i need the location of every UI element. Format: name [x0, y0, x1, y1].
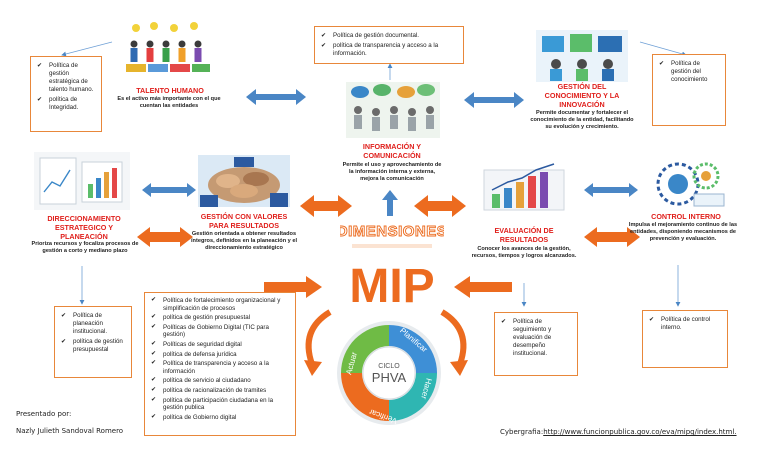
evaluacion-title: EVALUACIÓN DE RESULTADOS — [494, 226, 554, 244]
talento-desc: Es el activo más importante con el que c… — [117, 96, 221, 110]
direccionamiento-image — [34, 152, 130, 210]
cybergrafia: Cybergrafia:http://www.funcionpublica.go… — [500, 428, 737, 436]
direccionamiento-desc: Prioriza recursos y focaliza procesos de… — [31, 241, 139, 255]
policy-item: política de transparencia y acceso a la … — [321, 42, 459, 58]
evaluacion-desc: Conocer los avances de la gestión, recur… — [471, 246, 577, 260]
double-arrow-blue-mid-right — [584, 183, 638, 197]
phva-segment-planificar — [389, 325, 437, 373]
policy-item: Política de gestión documental. — [321, 32, 459, 40]
policy-item: Política de planeación institucional. — [61, 312, 127, 336]
policy-box-control: Política de control interno. — [642, 310, 728, 368]
phva-segment-verificar — [341, 373, 389, 421]
policy-item: política de servicio al ciudadano — [151, 377, 291, 385]
double-arrow-blue-mid-left — [142, 183, 196, 197]
conocimiento-title: GESTIÓN DEL CONOCIMIENTO Y LA INNOVACIÓN — [544, 82, 620, 109]
policy-item: Política de fortalecimiento organizacion… — [151, 297, 291, 312]
double-arrow-orange-far-left — [137, 227, 193, 247]
policy-item: Política de control interno. — [649, 316, 723, 332]
informacion-image — [346, 82, 440, 138]
policy-item: Política de gestión del conocimiento — [659, 60, 721, 84]
control-desc: Impulsa el mejoramiento continuo de las … — [628, 222, 738, 243]
cycle-top: CICLO — [378, 363, 400, 370]
policy-item: Política de gestión estratégica de talen… — [37, 62, 97, 94]
policy-box-conocimiento: Política de gestión del conocimiento — [652, 54, 726, 126]
leader-conocimiento — [639, 41, 687, 57]
author-name: Nazly Julieth Sandoval Romero — [16, 427, 124, 435]
dimensiones-underline — [352, 244, 432, 248]
gestion-valores-title: GESTIÓN CON VALORES PARA RESULTADOS — [200, 212, 288, 230]
policy-item: Políticas de seguridad digital — [151, 341, 291, 349]
mip-wrap: MIP — [349, 260, 434, 312]
mip-label: MIP — [349, 260, 434, 312]
policy-box-direccionamiento: Política de planeación institucional. po… — [54, 306, 132, 378]
informacion-desc: Permite el uso y aprovechamiento de la i… — [342, 162, 442, 183]
arrow-orange-into-mip-left — [264, 276, 322, 298]
policy-item: Política de seguimiento y evaluación de … — [501, 318, 573, 358]
policy-item: política de defensa jurídica — [151, 351, 291, 359]
cyber-link[interactable]: http://www.funcionpublica.gov.co/eva/mip… — [543, 428, 737, 436]
dimensiones-label-wrap: DIMENSIONES — [340, 223, 444, 241]
policy-box-talento: Política de gestión estratégica de talen… — [30, 56, 102, 132]
policy-item: política de racionalización de tramites — [151, 387, 291, 395]
dimensiones-label: DIMENSIONES — [340, 223, 444, 240]
gestion-valores-image — [198, 155, 290, 207]
policy-box-informacion: Política de gestión documental. política… — [314, 26, 464, 64]
control-image — [648, 154, 732, 212]
control-title: CONTROL INTERNO — [651, 212, 721, 221]
gestion-valores-desc: Gestión orientada a obtener resultados í… — [191, 231, 297, 252]
double-arrow-orange-far-right — [584, 227, 640, 247]
phva-cycle: CICLO PHVA Planificar Hacer Verificar Ac… — [337, 321, 441, 426]
double-arrow-blue-top-right — [464, 92, 524, 108]
policy-item: política de Gobierno digital — [151, 414, 291, 422]
double-arrow-orange-mid-left — [300, 195, 352, 217]
curve-arrow-left — [305, 309, 332, 365]
conocimiento-desc: Permite documentar y fortalecer el conoc… — [530, 110, 634, 131]
policy-box-evaluacion: Política de seguimiento y evaluación de … — [494, 312, 578, 376]
talento-title: TALENTO HUMANO — [136, 86, 204, 95]
talento-image — [122, 20, 214, 82]
conocimiento-image — [536, 30, 628, 82]
policy-item: Políticas de Gobierno Digital (TIC para … — [151, 324, 291, 339]
double-arrow-orange-mid-right — [414, 195, 466, 217]
policy-item: política de Integridad. — [37, 96, 97, 112]
policy-item: Política de transparencia y acceso a la … — [151, 360, 291, 375]
informacion-title: INFORMACIÓN Y COMUNICACIÓN — [362, 142, 422, 160]
phva-segment-actuar — [341, 325, 389, 373]
evaluacion-image — [478, 160, 570, 216]
cycle-main: PHVA — [372, 370, 407, 385]
leader-talento — [61, 41, 113, 57]
curve-arrow-right — [440, 309, 467, 365]
policy-box-gestion-valores: Política de fortalecimiento organizacion… — [144, 292, 296, 436]
policy-item: política de gestión presupuestal — [61, 338, 127, 354]
presented-label: Presentado por: — [16, 410, 72, 418]
arrow-blue-up-center — [382, 190, 398, 216]
cyber-label: Cybergrafia: — [500, 428, 544, 436]
policy-item: política de participación ciudadana en l… — [151, 397, 291, 412]
phva-segment-hacer — [389, 373, 437, 421]
double-arrow-blue-top-left — [246, 89, 306, 105]
arrow-orange-into-mip-right — [454, 276, 512, 298]
direccionamiento-title: DIRECCIONAMIENTO ESTRATEGICO Y PLANEACIÓ… — [47, 214, 121, 241]
policy-item: política de gestión presupuestal — [151, 314, 291, 322]
